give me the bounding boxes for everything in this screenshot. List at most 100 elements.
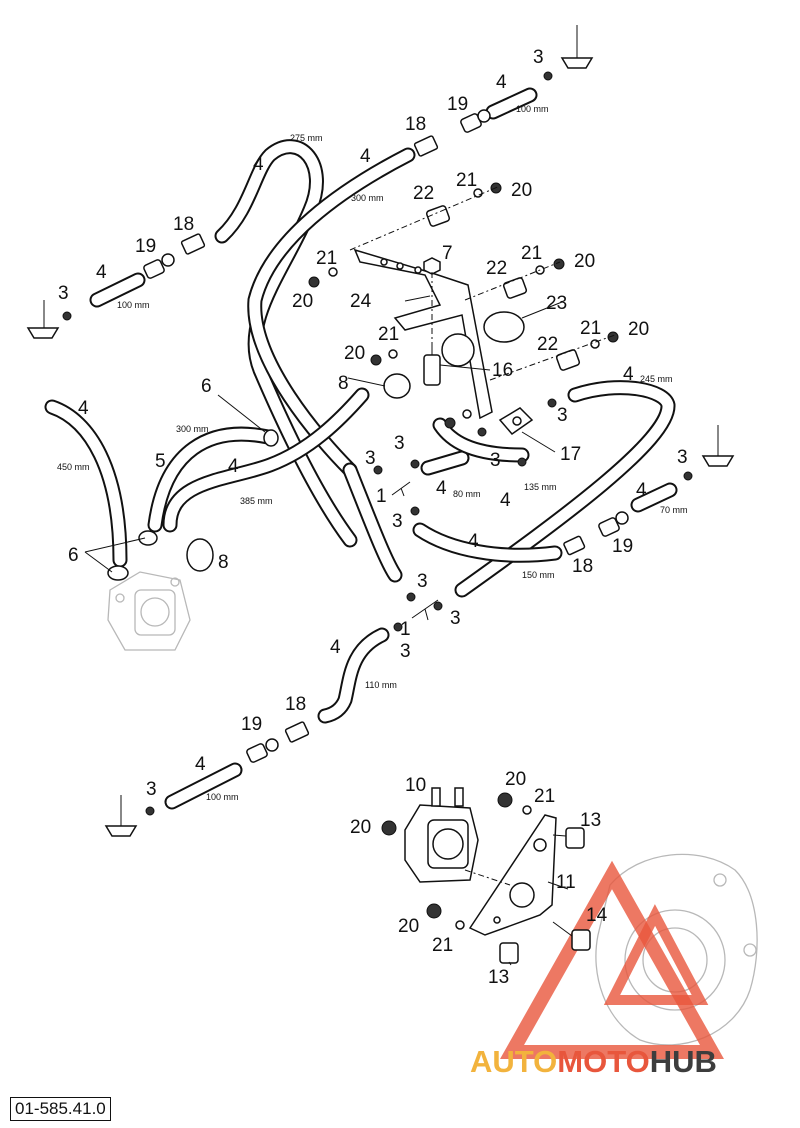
callout-13a: 13 <box>580 810 601 831</box>
dim-100-bottom: 100 mm <box>206 792 239 802</box>
callout-17: 17 <box>560 444 581 465</box>
callout-3a: 3 <box>533 47 544 68</box>
callout-8a: 8 <box>338 373 349 394</box>
callout-4i: 4 <box>500 490 511 511</box>
outlet-left <box>26 300 60 339</box>
callout-1b: 1 <box>400 619 411 640</box>
callout-4j: 4 <box>636 480 647 501</box>
callout-3k: 3 <box>400 641 411 662</box>
callout-14: 14 <box>586 905 608 926</box>
callout-21d: 21 <box>316 248 337 269</box>
hose-clamps <box>62 71 693 816</box>
callout-19d: 19 <box>241 714 262 735</box>
callout-11: 11 <box>556 872 576 893</box>
tank-outlets <box>26 25 735 837</box>
callout-3b: 3 <box>58 283 69 304</box>
dim-110: 110 mm <box>365 680 397 690</box>
fuel-pump-ghost <box>107 571 191 651</box>
watermark-moto: MOTO <box>557 1044 649 1079</box>
callout-20e: 20 <box>344 343 365 364</box>
mount-13a <box>565 827 585 849</box>
dim-300-left: 300 mm <box>176 424 209 434</box>
valve-right <box>563 511 629 556</box>
bracket-24 <box>353 248 493 420</box>
callout-5: 5 <box>155 451 166 472</box>
callout-21c: 21 <box>580 318 601 339</box>
callout-4h: 4 <box>436 478 447 499</box>
dim-300-upper: 300 mm <box>351 193 384 203</box>
callout-4m: 4 <box>195 754 206 775</box>
callout-20b: 20 <box>574 251 595 272</box>
mounting-parts <box>308 182 619 429</box>
callout-6b: 6 <box>68 545 79 566</box>
callout-1a: 1 <box>376 486 387 507</box>
callout-18c: 18 <box>572 556 593 577</box>
callout-3i: 3 <box>417 571 428 592</box>
callout-4g: 4 <box>623 364 634 385</box>
callout-3e: 3 <box>392 511 403 532</box>
callout-4a: 4 <box>496 72 507 93</box>
dim-245: 245 mm <box>640 374 673 384</box>
callout-10: 10 <box>405 775 426 796</box>
callout-23: 23 <box>546 293 567 314</box>
callout-3j: 3 <box>450 608 461 629</box>
dim-70: 70 mm <box>660 505 688 515</box>
engine-cover-ghost <box>595 853 758 1046</box>
callout-20g: 20 <box>350 817 371 838</box>
callout-19b: 19 <box>135 236 156 257</box>
callout-7: 7 <box>442 243 453 264</box>
mount-14 <box>571 929 591 951</box>
callout-19c: 19 <box>612 536 633 557</box>
callout-22a: 22 <box>413 183 434 204</box>
callout-22c: 22 <box>537 334 558 355</box>
watermark-triangle <box>500 860 724 1059</box>
callout-18b: 18 <box>173 214 194 235</box>
rings <box>186 311 534 572</box>
callout-3d: 3 <box>365 448 376 469</box>
callout-4b: 4 <box>360 146 371 167</box>
callout-16: 16 <box>492 360 513 381</box>
filter-bracket <box>353 248 493 420</box>
callout-24: 24 <box>350 291 372 312</box>
dim-100-left: 100 mm <box>117 300 150 310</box>
svg-text:AUTOMOTOHUB: AUTOMOTOHUB <box>470 1044 717 1079</box>
valve-bottom <box>246 721 310 763</box>
callout-3h: 3 <box>677 447 688 468</box>
callout-21f: 21 <box>534 786 555 807</box>
callout-22b: 22 <box>486 258 507 279</box>
callout-3f: 3 <box>490 450 501 471</box>
callout-19a: 19 <box>447 94 468 115</box>
callout-4d: 4 <box>96 262 107 283</box>
dim-100-top: 100 mm <box>516 104 549 114</box>
callout-18d: 18 <box>285 694 306 715</box>
watermark-auto: AUTO <box>470 1044 557 1079</box>
fuel-filter-16 <box>423 354 441 386</box>
callout-6a: 6 <box>201 376 212 397</box>
fuel-hoses <box>44 87 678 810</box>
mount-13b <box>499 942 519 964</box>
callout-21a: 21 <box>456 170 477 191</box>
outlet-bottom <box>104 795 138 837</box>
outlet-right <box>701 425 735 467</box>
callout-3g: 3 <box>557 405 568 426</box>
fuel-pump-assembly <box>381 787 591 964</box>
leader-lines <box>84 295 569 966</box>
dim-150: 150 mm <box>522 570 555 580</box>
outlet-top-right <box>560 25 594 69</box>
callout-4l: 4 <box>330 637 341 658</box>
callout-4k: 4 <box>468 531 479 552</box>
callout-numbers: 1 1 3 3 3 3 3 3 3 3 3 3 3 3 4 4 4 4 4 4 … <box>58 47 688 988</box>
dimension-labels: 275 mm 300 mm 100 mm 100 mm 450 mm 300 m… <box>57 104 688 802</box>
callout-3l: 3 <box>146 779 157 800</box>
callout-20c: 20 <box>628 319 649 340</box>
watermark-hub: HUB <box>650 1044 717 1079</box>
callout-21e: 21 <box>378 324 399 345</box>
callout-4c: 4 <box>253 154 264 175</box>
callout-18a: 18 <box>405 114 426 135</box>
callout-20a: 20 <box>511 180 532 201</box>
callout-20f: 20 <box>505 769 526 790</box>
fuel-valves <box>143 109 629 763</box>
watermark-graphic <box>500 853 758 1059</box>
t-pieces <box>391 481 439 621</box>
